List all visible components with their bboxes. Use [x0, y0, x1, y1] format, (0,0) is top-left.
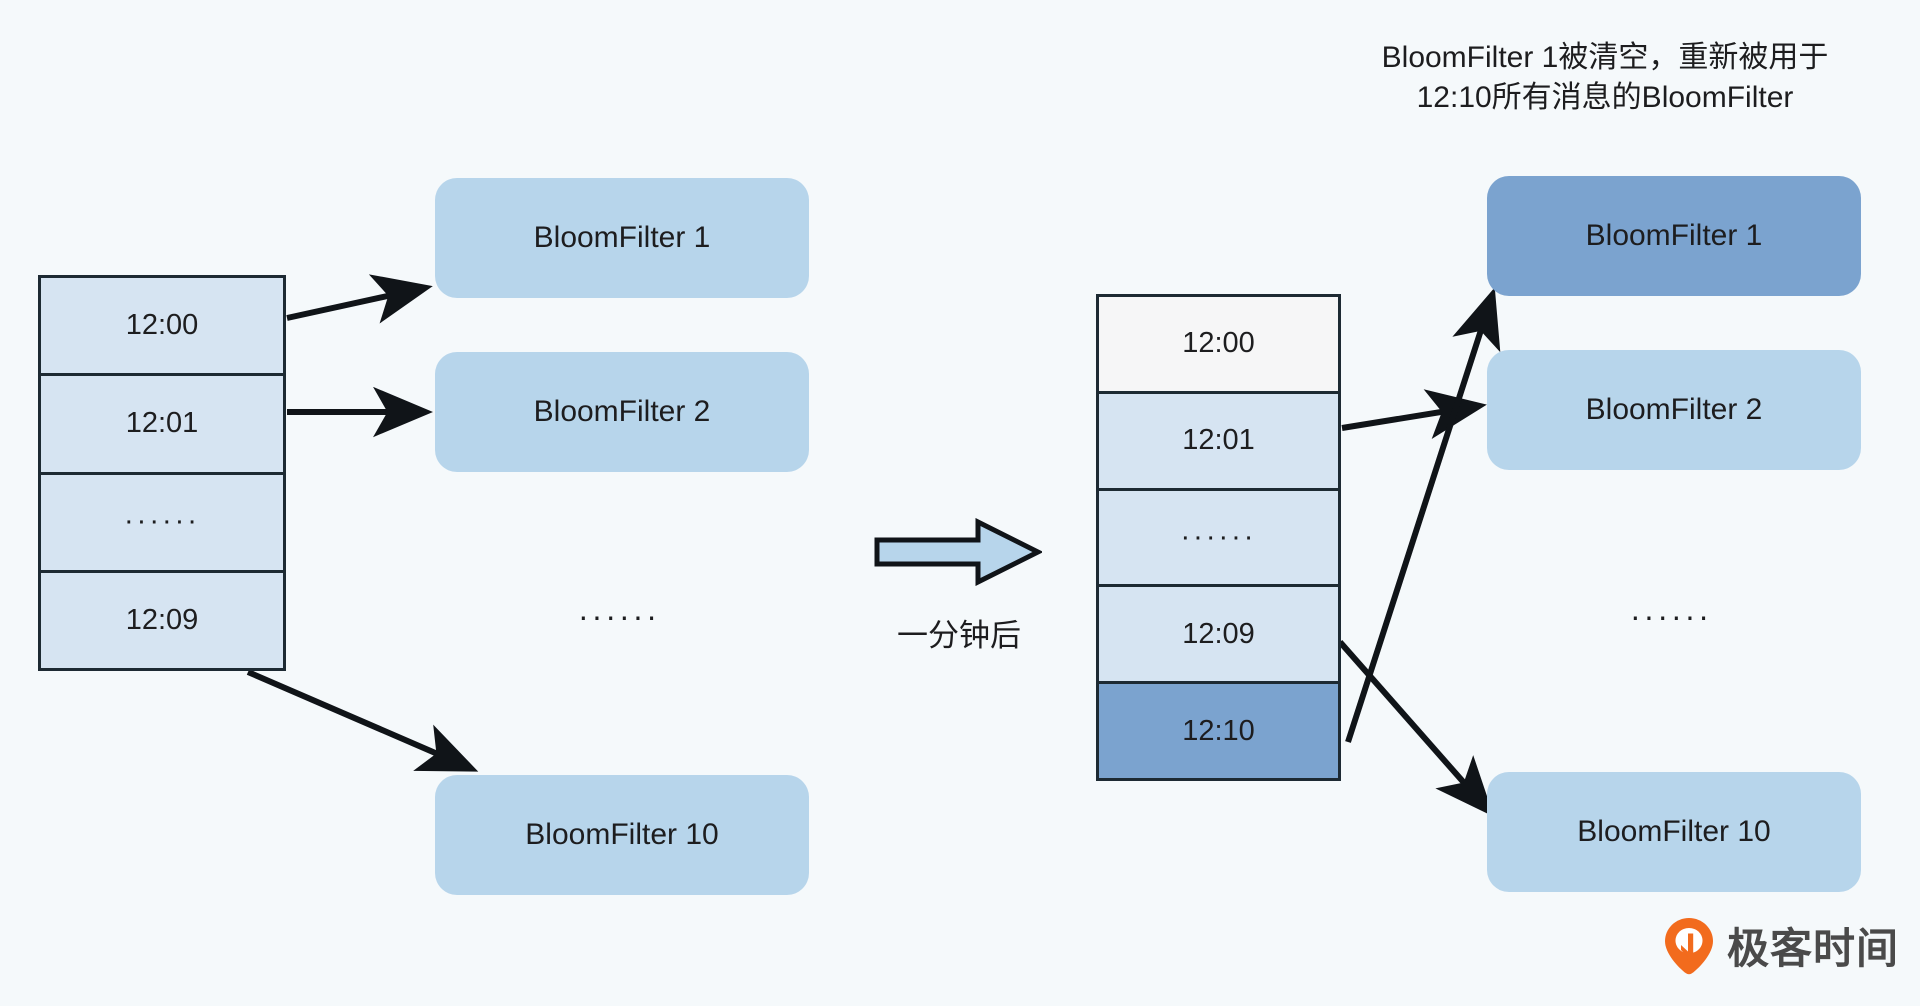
- left-table-row[interactable]: 12:00: [41, 278, 283, 377]
- brand-logo: 极客时间: [1663, 915, 1899, 976]
- diagram-caption: BloomFilter 1被清空，重新被用于 12:10所有消息的BloomFi…: [1381, 41, 1829, 114]
- brand-logo-text: 极客时间: [1727, 924, 1900, 973]
- left-table-row[interactable]: ······: [41, 474, 283, 573]
- arrow-left-1200-to-bf1: [286, 274, 433, 324]
- right-row-label: 12:10: [1182, 714, 1255, 747]
- right-table-row[interactable]: ······: [1099, 490, 1338, 588]
- right-time-slot-table: 12:00 12:01 ······ 12:09 12:10: [1096, 294, 1341, 781]
- right-table-row-highlight[interactable]: 12:10: [1099, 684, 1338, 778]
- right-row-label: 12:09: [1182, 617, 1255, 650]
- transition-label: 一分钟后: [897, 618, 1021, 653]
- left-bloomfilter-2-box[interactable]: BloomFilter 2: [435, 352, 809, 472]
- left-bloomfilter-2-label: BloomFilter 2: [533, 395, 711, 428]
- right-table-row[interactable]: 12:01: [1099, 393, 1338, 491]
- right-bloomfilter-1-box[interactable]: BloomFilter 1: [1487, 176, 1861, 296]
- left-bloomfilter-10-label: BloomFilter 10: [525, 818, 719, 851]
- left-table-row[interactable]: 12:09: [41, 572, 283, 668]
- left-row-label: 12:01: [125, 407, 199, 440]
- right-row-label: 12:00: [1182, 327, 1255, 360]
- right-bloomfilter-1-label: BloomFilter 1: [1585, 219, 1763, 252]
- left-table-row[interactable]: 12:01: [41, 376, 283, 475]
- left-bloomfilter-1-label: BloomFilter 1: [533, 221, 711, 254]
- left-bloomfilter-1-box[interactable]: BloomFilter 1: [435, 178, 809, 298]
- right-block-arrow-icon: [874, 518, 1042, 586]
- right-bloomfilter-10-box[interactable]: BloomFilter 10: [1487, 772, 1861, 892]
- left-row-label: ······: [124, 505, 200, 538]
- right-row-label: ······: [1180, 520, 1257, 553]
- left-filters-ellipsis: ······: [578, 598, 660, 634]
- right-table-row-cleared[interactable]: 12:00: [1099, 297, 1338, 394]
- right-bloomfilter-2-label: BloomFilter 2: [1585, 393, 1763, 426]
- right-table-row[interactable]: 12:09: [1099, 587, 1338, 685]
- right-row-label: 12:01: [1182, 424, 1255, 457]
- right-bloomfilter-2-box[interactable]: BloomFilter 2: [1487, 350, 1861, 470]
- left-bloomfilter-10-box[interactable]: BloomFilter 10: [435, 775, 809, 895]
- arrow-left-1209-to-bf10: [246, 669, 479, 772]
- arrow-right-1201-to-bf2: [1341, 389, 1487, 440]
- geektime-pin-icon: [1665, 917, 1713, 974]
- left-row-label: 12:00: [125, 309, 199, 342]
- arrow-right-1209-to-bf10: [1337, 640, 1494, 817]
- right-filters-ellipsis: ······: [1630, 598, 1712, 634]
- left-time-slot-table: 12:00 12:01 ······ 12:09: [38, 275, 286, 671]
- left-row-label: 12:09: [125, 603, 199, 636]
- right-bloomfilter-10-label: BloomFilter 10: [1577, 815, 1771, 848]
- arrow-right-1210-to-bf1: [1345, 287, 1501, 743]
